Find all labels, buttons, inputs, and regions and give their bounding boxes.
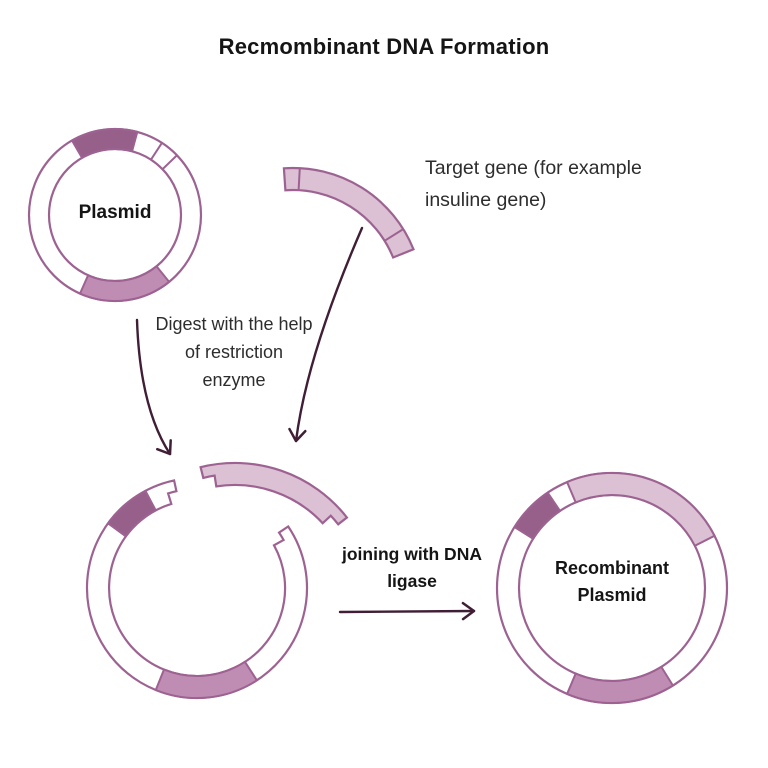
- digested-gene-fragment: [199, 461, 349, 526]
- plasmid-restriction-site-wedge: [149, 141, 179, 171]
- target-gene-end-cap-lines: [297, 168, 404, 242]
- cut-plasmid-ring: [85, 479, 309, 700]
- digest-step-label: Digest with the help of restriction enzy…: [155, 314, 313, 390]
- plasmid-gene-segment-medium: [78, 264, 171, 303]
- target-gene-label: Target gene (for example insuline gene): [425, 157, 642, 211]
- recombinant-plasmid-label: Recombinant Plasmid: [554, 558, 669, 605]
- ligate-step-label: joining with DNA ligase: [342, 544, 482, 591]
- cut-plasmid-gene-segment-medium: [154, 660, 259, 700]
- page-title: Recmombinant DNA Formation: [218, 34, 550, 59]
- recombinant-gene-segment-medium: [565, 665, 675, 704]
- plasmid-label: Plasmid: [78, 202, 152, 223]
- digest-arrow-from-target-gene: [288, 226, 364, 443]
- cut-plasmid-gene-segment-dark: [106, 489, 158, 538]
- recombinant-gene-segment-dark: [513, 491, 562, 541]
- ligase-arrow: [338, 601, 476, 621]
- plasmid-gene-segment-dark: [70, 127, 139, 160]
- digest-arrow-from-plasmid: [135, 318, 172, 456]
- target-gene-body: [282, 166, 415, 259]
- recombinant-inserted-gene-segment-light: [565, 472, 716, 548]
- target-gene-arc: [282, 166, 415, 259]
